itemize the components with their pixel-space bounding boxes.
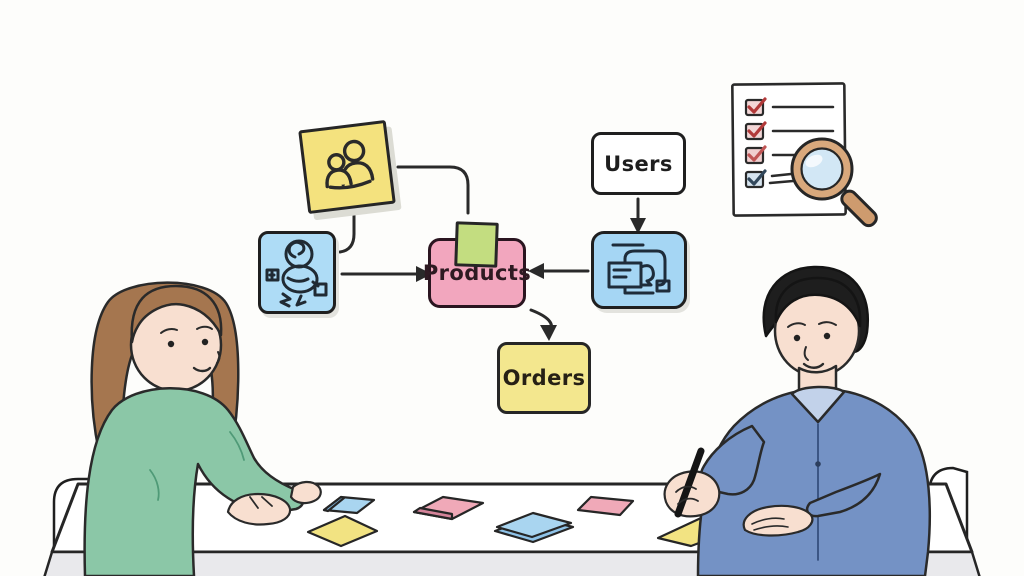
man-button-1	[815, 461, 821, 467]
man-collar	[790, 385, 846, 424]
woman-hand-left	[226, 492, 292, 526]
woman-brow-right	[196, 325, 213, 330]
table-sticky-note-blue-left-edge	[322, 495, 346, 513]
man-nose	[803, 346, 809, 361]
man-hand-finger-lines	[751, 517, 789, 531]
orders-label: Orders	[502, 366, 586, 390]
sticky-note-team	[298, 119, 396, 215]
node-users: Users	[591, 132, 686, 195]
magnifier-icon	[790, 137, 878, 228]
man-mouth	[802, 362, 825, 369]
checklist-line-4b	[768, 179, 795, 185]
connector-note-to-products	[396, 165, 470, 215]
sketch-box-right	[591, 231, 687, 309]
arrowhead-down2-icon	[540, 325, 557, 341]
connector-note-to-sketchbox	[338, 205, 356, 254]
checklist-line-4a	[770, 172, 793, 178]
woman-nose	[216, 351, 221, 364]
cards-icon	[607, 243, 671, 295]
arrowhead-left-icon	[528, 263, 544, 279]
man-hair-front	[774, 276, 862, 328]
doodle-figure-icon	[265, 239, 328, 308]
woman-eye-right	[201, 338, 209, 346]
table-sticky-note-pink-left-edge	[412, 506, 454, 521]
table-sticky-note-pink-right	[576, 495, 635, 517]
table-sticky-note-yellow-left	[306, 514, 379, 548]
woman-mouth	[192, 366, 212, 373]
node-products: Products	[423, 238, 531, 308]
checkmark-4-icon	[747, 169, 767, 186]
woman-brow-left	[160, 328, 178, 334]
table-sticky-note-blue-center	[495, 511, 573, 539]
man-hand-flat	[742, 504, 814, 537]
sketch-box-left	[258, 231, 336, 314]
woman-eye-left	[167, 340, 175, 348]
man-eye-right	[823, 332, 831, 340]
checkmark-3-icon	[747, 145, 767, 162]
checkbox-1	[744, 98, 765, 117]
pen-icon	[674, 447, 705, 518]
woman-sleeve-crease-1	[149, 469, 160, 501]
arrowhead-down-icon	[630, 218, 646, 234]
man-eye-left	[793, 334, 801, 342]
woman-sleeve-crease-2	[229, 431, 245, 461]
checkbox-2	[744, 122, 765, 141]
users-label: Users	[604, 151, 673, 176]
person-woman	[83, 281, 322, 576]
woman-hand-right	[289, 480, 322, 505]
person-man	[663, 265, 932, 576]
checkmark-1-icon	[747, 97, 767, 114]
checkbox-3	[744, 146, 765, 165]
arrowhead-right-icon	[416, 266, 432, 282]
checkmark-2-icon	[747, 121, 767, 138]
woman-finger-lines	[249, 496, 273, 509]
man-brow-right	[818, 321, 837, 326]
checkbox-4	[744, 170, 765, 189]
woman-hair-front	[130, 284, 223, 344]
team-icon	[325, 139, 375, 190]
man-fist-finger-lines	[675, 485, 699, 505]
man-brow-left	[787, 322, 806, 328]
node-orders: Orders	[497, 342, 591, 414]
woman-body	[83, 387, 305, 576]
